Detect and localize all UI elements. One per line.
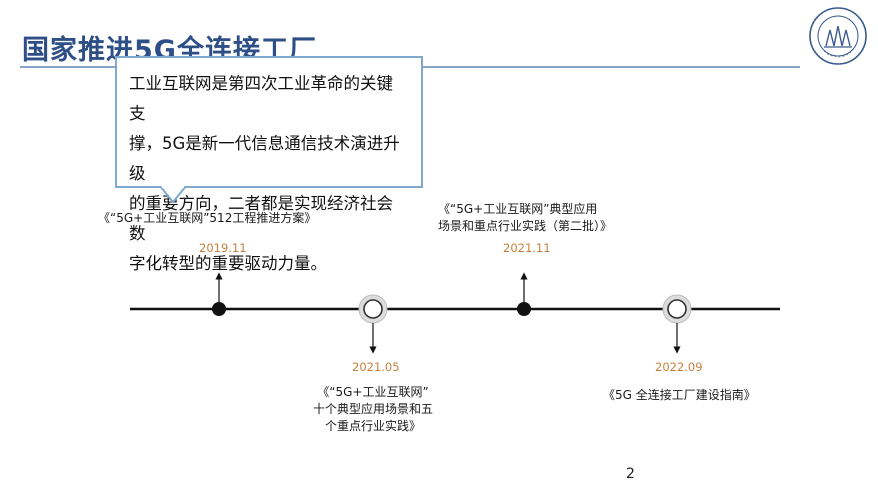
event-marker-ring xyxy=(667,299,687,319)
event-date: 2021.11 xyxy=(503,241,551,255)
event-title: 《“5G+工业互联网”典型应用 场景和重点行业实践（第二批）》 xyxy=(438,202,613,233)
callout-line: 的重要方向，二者都是实现经济社会数 xyxy=(129,194,393,243)
callout-box: 工业互联网是第四次工业革命的关键支 撑，5G是新一代信息通信技术演进升级 的重要… xyxy=(115,56,423,273)
page-number: 2 xyxy=(626,466,635,482)
callout-line: 字化转型的重要驱动力量。 xyxy=(129,254,327,273)
callout-pointer xyxy=(160,186,186,204)
university-seal-icon xyxy=(809,7,867,65)
event-marker-solid xyxy=(517,302,531,316)
event-title: 《“5G+工业互联网”512工程推进方案》 xyxy=(98,211,317,225)
callout-line: 撑，5G是新一代信息通信技术演进升级 xyxy=(129,134,400,183)
event-date: 2021.05 xyxy=(352,360,400,374)
event-title: 《5G 全连接工厂建设指南》 xyxy=(603,388,756,402)
event-marker-solid xyxy=(212,302,226,316)
event-marker-ring xyxy=(363,299,383,319)
event-title: 《“5G+工业互联网” 十个典型应用场景和五 个重点行业实践》 xyxy=(312,385,433,433)
callout-line: 工业互联网是第四次工业革命的关键支 xyxy=(129,74,393,123)
event-date: 2019.11 xyxy=(199,241,247,255)
event-date: 2022.09 xyxy=(655,360,703,374)
